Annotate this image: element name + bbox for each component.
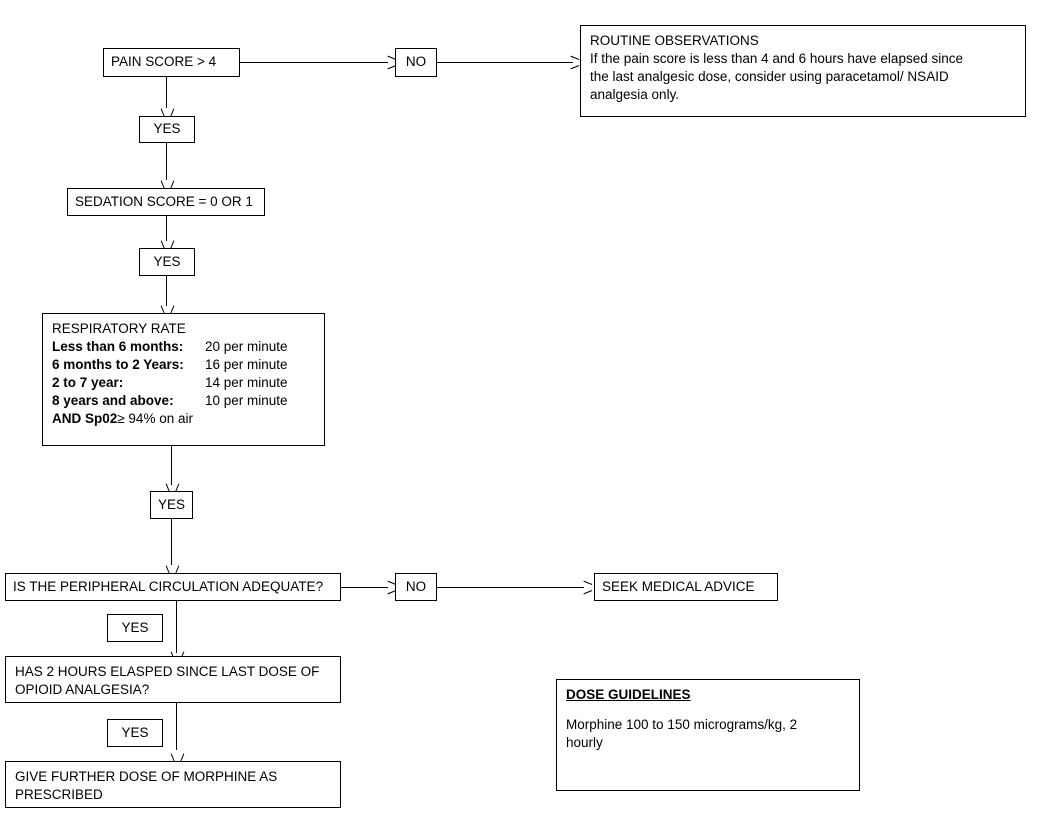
edge-yes-2-to-respiratory-rate [166, 276, 167, 306]
node-two-hours-elapsed[interactable]: HAS 2 HOURS ELASPED SINCE LAST DOSE OF O… [5, 656, 341, 703]
node-yes-1[interactable]: YES [139, 116, 195, 143]
edge-no-2-to-seek-medical-advice [437, 587, 584, 588]
node-yes-5[interactable]: YES [107, 719, 163, 747]
two-hours-elapsed-line-1: HAS 2 HOURS ELASPED SINCE LAST DOSE OF [15, 664, 320, 679]
node-peripheral-circulation[interactable]: IS THE PERIPHERAL CIRCULATION ADEQUATE? [5, 573, 341, 601]
respiratory-rate-term: 8 years and above: [52, 393, 174, 409]
node-yes-2[interactable]: YES [139, 248, 195, 276]
node-give-morphine[interactable]: GIVE FURTHER DOSE OF MORPHINE AS PRESCRI… [5, 761, 341, 808]
respiratory-rate-term: 2 to 7 year: [52, 375, 124, 391]
node-yes-4[interactable]: YES [107, 614, 163, 642]
give-morphine-line-2: PRESCRIBED [15, 787, 103, 803]
respiratory-rate-footer-rest: ≥ 94% on air [117, 411, 193, 427]
respiratory-rate-term: 6 months to 2 Years: [52, 357, 184, 373]
node-yes-3[interactable]: YES [150, 491, 193, 519]
edge-two-hours-to-give-morphine [176, 703, 177, 750]
dose-guidelines-spacer [566, 704, 851, 716]
node-yes-1-label: YES [153, 121, 181, 137]
give-morphine-line-1: GIVE FURTHER DOSE OF MORPHINE AS [15, 769, 278, 784]
edge-peripheral-circulation-to-two-hours [176, 601, 177, 653]
node-seek-medical-advice-label: SEEK MEDICAL ADVICE [602, 578, 755, 594]
routine-observations-heading: ROUTINE OBSERVATIONS [590, 33, 759, 48]
node-no-2[interactable]: NO [395, 573, 437, 601]
node-no-1[interactable]: NO [395, 48, 437, 77]
node-sedation-score[interactable]: SEDATION SCORE = 0 OR 1 [67, 188, 265, 216]
node-respiratory-rate[interactable]: RESPIRATORY RATE Less than 6 months: 20 … [42, 313, 325, 446]
node-pain-score[interactable]: PAIN SCORE > 4 [103, 48, 240, 77]
node-no-2-label: NO [405, 578, 427, 594]
node-sedation-score-label: SEDATION SCORE = 0 OR 1 [75, 193, 253, 209]
node-yes-3-label: YES [157, 496, 185, 512]
edge-yes-1-to-sedation-score [166, 143, 167, 180]
node-routine-observations[interactable]: ROUTINE OBSERVATIONS If the pain score i… [580, 25, 1026, 117]
respiratory-rate-value: 14 per minute [205, 375, 288, 391]
node-yes-5-label: YES [121, 724, 149, 740]
respiratory-rate-value: 10 per minute [205, 393, 288, 409]
respiratory-rate-row: 6 months to 2 Years: 16 per minute [52, 356, 316, 374]
routine-observations-line-1: If the pain score is less than 4 and 6 h… [590, 51, 963, 67]
edge-yes-3-to-peripheral-circulation [171, 519, 172, 565]
respiratory-rate-value: 20 per minute [205, 339, 288, 355]
node-yes-4-label: YES [121, 619, 149, 635]
routine-observations-line-3: analgesia only. [590, 87, 680, 103]
edge-no-to-routine-observations [437, 62, 573, 63]
dose-guidelines-line-1: Morphine 100 to 150 micrograms/kg, 2 [566, 717, 798, 733]
node-dose-guidelines[interactable]: DOSE GUIDELINES Morphine 100 to 150 micr… [556, 679, 860, 791]
respiratory-rate-row: Less than 6 months: 20 per minute [52, 338, 316, 356]
node-no-1-label: NO [405, 54, 427, 70]
dose-guidelines-heading: DOSE GUIDELINES [566, 687, 691, 702]
respiratory-rate-footer: AND Sp02 ≥ 94% on air [52, 410, 316, 428]
respiratory-rate-value: 16 per minute [205, 357, 288, 373]
respiratory-rate-footer-bold: AND Sp02 [52, 411, 118, 427]
edge-peripheral-circulation-to-no-2 [341, 587, 388, 588]
respiratory-rate-row: 2 to 7 year: 14 per minute [52, 374, 316, 392]
respiratory-rate-term: Less than 6 months: [52, 339, 184, 355]
node-peripheral-circulation-label: IS THE PERIPHERAL CIRCULATION ADEQUATE? [13, 578, 324, 594]
routine-observations-line-2: the last analgesic dose, consider using … [590, 69, 949, 85]
respiratory-rate-heading: RESPIRATORY RATE [52, 321, 186, 336]
node-yes-2-label: YES [153, 253, 181, 269]
node-pain-score-label: PAIN SCORE > 4 [111, 54, 217, 70]
node-seek-medical-advice[interactable]: SEEK MEDICAL ADVICE [594, 573, 778, 601]
edge-sedation-score-to-yes-2 [166, 216, 167, 241]
edge-pain-score-to-yes-1 [166, 77, 167, 108]
edge-respiratory-rate-to-yes-3 [171, 446, 172, 485]
dose-guidelines-line-2: hourly [566, 735, 603, 751]
respiratory-rate-row: 8 years and above: 10 per minute [52, 392, 316, 410]
edge-pain-score-to-no [240, 62, 388, 63]
two-hours-elapsed-line-2: OPIOID ANALGESIA? [15, 682, 150, 698]
